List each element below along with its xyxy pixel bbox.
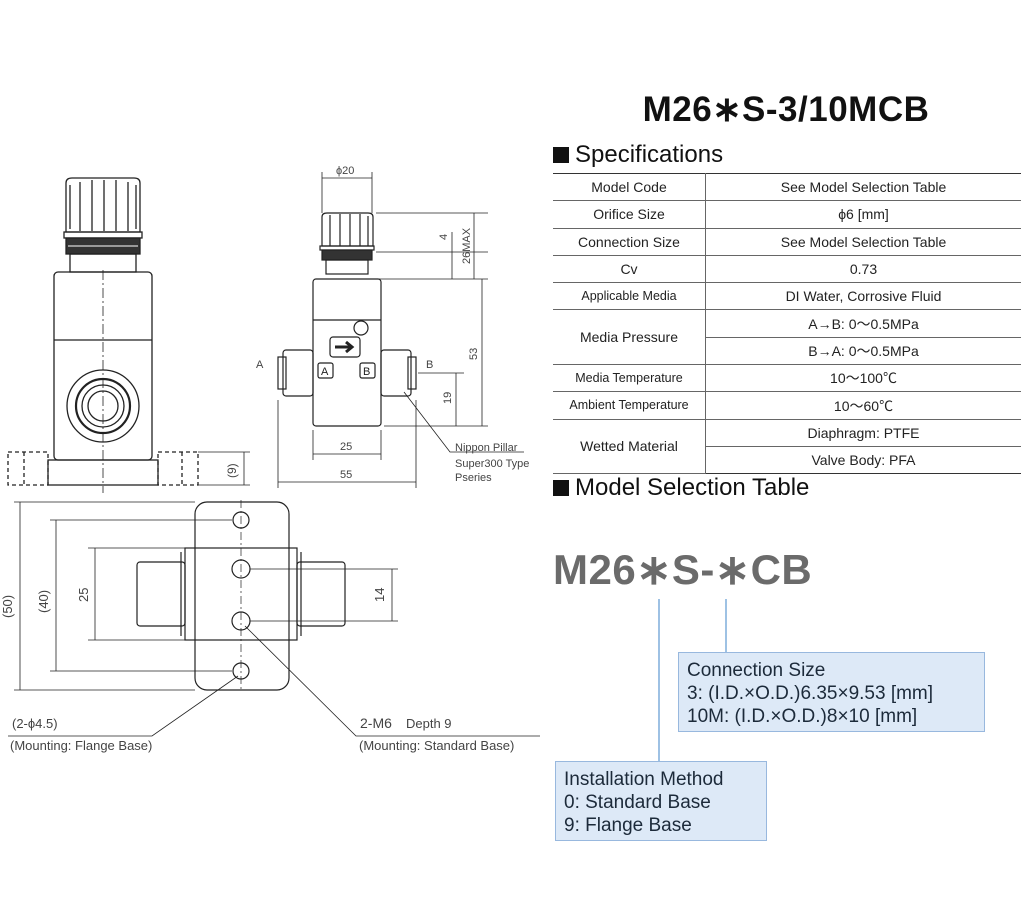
spec-value: 10〜60℃: [705, 391, 1021, 420]
connection-size-box: Connection Size 3: (I.D.×O.D.)6.35×9.53 …: [678, 652, 985, 732]
table-row: Orifice Size ϕ6 [mm]: [553, 200, 1021, 229]
port-a-label: A: [256, 359, 264, 371]
dim-55: 55: [340, 469, 352, 481]
spec-value: See Model Selection Table: [705, 172, 1021, 202]
standard-mount-note: (Mounting: Standard Base): [359, 738, 514, 753]
installation-method-box: Installation Method 0: Standard Base 9: …: [555, 761, 767, 841]
spec-value: B→A: 0〜0.5MPa: [705, 337, 1021, 366]
table-row: Cv 0.73: [553, 255, 1021, 284]
tap-depth: Depth 9: [406, 716, 452, 731]
spec-label: Ambient Temperature: [553, 391, 706, 420]
dim-19: 19: [442, 392, 454, 404]
dim-40: (40): [36, 590, 51, 613]
installation-method-option: 9: Flange Base: [564, 815, 692, 836]
dim-phi20: ϕ20: [336, 165, 354, 177]
specifications-heading-text: Specifications: [575, 141, 724, 168]
table-row: Ambient Temperature 10〜60℃: [553, 391, 1021, 420]
note-line-2: Super300 Type: [455, 458, 529, 470]
flange-mount-note: (Mounting: Flange Base): [10, 738, 152, 753]
port-b-label: B: [426, 359, 433, 371]
port-b-box: B: [363, 366, 370, 378]
spec-value: A→B: 0〜0.5MPa: [705, 309, 1021, 338]
table-row: Connection Size See Model Selection Tabl…: [553, 228, 1021, 256]
spec-label: Applicable Media: [553, 282, 706, 311]
spec-label: Model Code: [553, 172, 706, 202]
spec-value: 10〜100℃: [705, 364, 1021, 393]
spec-value: Valve Body: PFA: [705, 446, 1021, 475]
spec-label: Media Pressure: [553, 309, 706, 366]
flange-hole-label: (2-ϕ4.5): [12, 716, 58, 731]
spec-label: Cv: [553, 255, 706, 284]
tap-label: 2-M6: [360, 715, 392, 731]
specifications-heading: Specifications: [553, 141, 723, 169]
port-a-box: A: [321, 366, 329, 378]
connection-size-option: 3: (I.D.×O.D.)6.35×9.53 [mm]: [687, 683, 934, 704]
spec-label: Orifice Size: [553, 200, 706, 229]
connection-size-option: 10M: (I.D.×O.D.)8×10 [mm]: [687, 706, 918, 727]
table-row: Media Pressure A→B: 0〜0.5MPa: [553, 309, 1021, 366]
section-square-icon: [553, 147, 569, 163]
installation-method-option: 0: Standard Base: [564, 792, 711, 813]
specifications-table: Model Code See Model Selection Table Ori…: [553, 172, 1021, 475]
table-row: Applicable Media DI Water, Corrosive Flu…: [553, 282, 1021, 311]
connection-size-title: Connection Size: [687, 660, 826, 681]
dim-26max: 26MAX: [461, 227, 473, 264]
note-line-1: Nippon Pillar: [455, 442, 518, 454]
dim-14: 14: [372, 588, 387, 602]
spec-label: Media Temperature: [553, 364, 706, 393]
table-row: B→A: 0〜0.5MPa: [553, 337, 1021, 366]
model-title: M26∗S-3/10MCB: [642, 90, 930, 129]
table-row: Media Temperature 10〜100℃: [553, 364, 1021, 393]
spec-value: 0.73: [705, 255, 1021, 284]
model-selection-heading: Model Selection Table: [553, 474, 809, 502]
technical-drawing: (9): [0, 165, 540, 753]
note-line-3: Pseries: [455, 472, 492, 484]
table-row: Wetted Material Diaphragm: PTFE: [553, 419, 1021, 475]
table-row: Model Code See Model Selection Table: [553, 172, 1021, 202]
table-row: Valve Body: PFA: [553, 446, 1021, 475]
installation-method-title: Installation Method: [564, 769, 724, 790]
spec-label: Wetted Material: [553, 419, 706, 475]
dim-25-side: 25: [340, 441, 352, 453]
dim-4: 4: [438, 234, 450, 240]
dim-53: 53: [468, 348, 480, 360]
dim-9: (9): [225, 463, 239, 478]
spec-value: See Model Selection Table: [705, 228, 1021, 256]
dim-50: (50): [0, 595, 15, 618]
model-code-pattern: M26∗S-∗CB: [553, 546, 813, 593]
front-view: [7, 177, 250, 493]
model-selection-heading-text: Model Selection Table: [575, 474, 810, 501]
selection-leader-lines: [658, 599, 727, 761]
bottom-view: [8, 500, 540, 737]
spec-value: Diaphragm: PTFE: [705, 419, 1021, 447]
dim-25-bottom: 25: [76, 588, 91, 602]
spec-label: Connection Size: [553, 228, 706, 256]
section-square-icon: [553, 480, 569, 496]
side-view: [277, 172, 524, 488]
spec-value: ϕ6 [mm]: [705, 200, 1021, 229]
spec-value: DI Water, Corrosive Fluid: [705, 282, 1021, 311]
